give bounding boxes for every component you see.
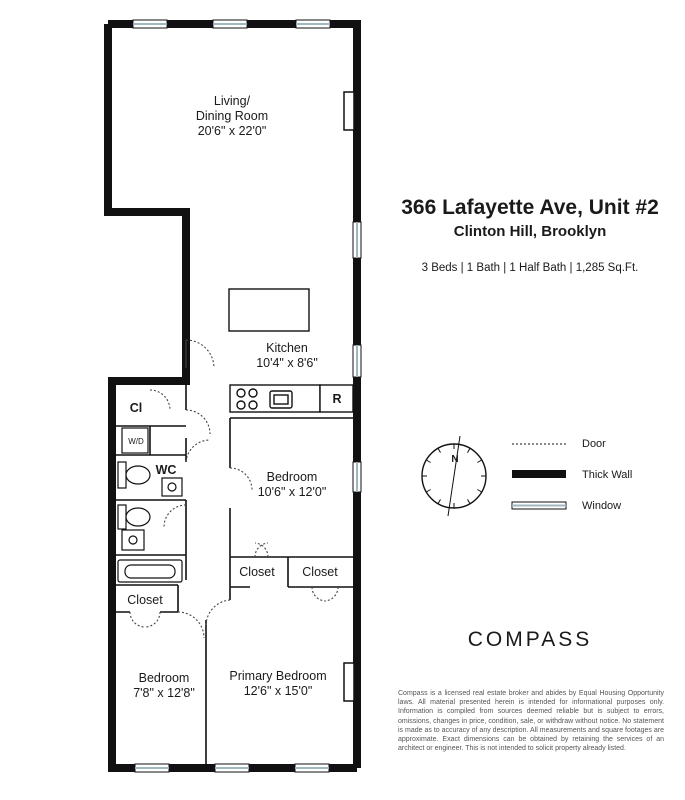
- listing-neighborhood: Clinton Hill, Brooklyn: [453, 223, 607, 240]
- kitchen-label: Kitchen: [266, 341, 308, 355]
- closet-cl-label: Cl: [130, 401, 143, 415]
- range-label: R: [332, 392, 341, 406]
- kitchen-dims: 10'4" x 8'6": [256, 356, 318, 370]
- primary-bedroom-label: Primary Bedroom: [229, 669, 326, 683]
- windows: [132, 19, 362, 773]
- legend-swatches: [511, 443, 567, 510]
- bath-fixtures: [117, 427, 183, 583]
- legend-window-label: Window: [582, 500, 622, 512]
- compass-north-label: N: [451, 454, 458, 465]
- closet-right-label: Closet: [302, 565, 338, 579]
- kitchen-island: [228, 288, 310, 332]
- primary-bedroom-dims: 12'6" x 15'0": [244, 684, 313, 698]
- living-room-label-line2: Dining Room: [196, 109, 268, 123]
- fireplaces: [343, 91, 355, 702]
- closet-left-label: Closet: [127, 593, 163, 607]
- listing-stats: 3 Beds | 1 Bath | 1 Half Bath | 1,285 Sq…: [421, 262, 639, 274]
- interior-walls: [112, 381, 357, 768]
- kitchen-fixtures: [228, 288, 354, 413]
- door-swings: [129, 339, 339, 639]
- bedroom-mid-dims: 10'6" x 12'0": [258, 485, 327, 499]
- range-box: [319, 384, 354, 413]
- bedroom-small-dims: 7'8" x 12'8": [133, 686, 195, 700]
- living-room-label-line1: Living/: [214, 94, 251, 108]
- listing-address: 366 Lafayette Ave, Unit #2: [401, 196, 659, 219]
- bedroom-mid-label: Bedroom: [267, 470, 318, 484]
- washer-dryer-label: W/D: [128, 437, 144, 446]
- bedroom-small-label: Bedroom: [139, 671, 190, 685]
- wc-label: WC: [156, 463, 177, 477]
- living-room-dims: 20'6" x 22'0": [198, 124, 267, 138]
- closet-mid-label: Closet: [239, 565, 275, 579]
- brand-logo: COMPASS: [467, 628, 593, 651]
- legend-door-label: Door: [582, 438, 606, 450]
- compass-rose-icon: N: [421, 435, 487, 517]
- disclaimer-text: Compass is a licensed real estate broker…: [398, 690, 664, 753]
- legend-thick-wall-swatch: [512, 470, 566, 478]
- legend-thick-wall-label: Thick Wall: [582, 469, 633, 481]
